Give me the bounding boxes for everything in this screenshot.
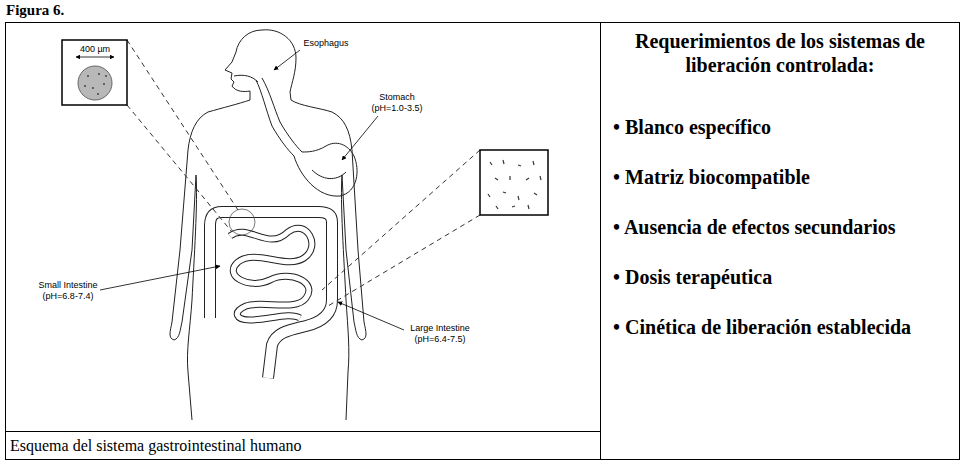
drug-dots	[84, 73, 107, 95]
microsphere	[78, 66, 112, 100]
drug-dot	[105, 75, 107, 77]
drug-fragment	[503, 192, 506, 193]
torso-left	[187, 175, 196, 420]
zoom-line	[322, 150, 480, 290]
inset-particle	[62, 40, 127, 105]
zoom-lines	[127, 40, 480, 306]
drug-dot	[97, 93, 99, 95]
head-outline	[262, 30, 366, 340]
part-label: 400 µm	[72, 44, 118, 55]
zoom-line	[127, 105, 232, 232]
leader-line	[100, 266, 220, 290]
requirement-item: • Blanco específico	[613, 115, 959, 139]
drug-fragment	[490, 162, 492, 165]
mouth-cavity	[234, 75, 258, 82]
zoom-line	[127, 40, 238, 210]
leader-line	[342, 116, 378, 160]
drug-fragment	[512, 206, 515, 207]
drug-fragment	[518, 165, 521, 166]
small-intestine	[230, 228, 312, 320]
drug-fragment	[503, 160, 504, 164]
part-label: Stomach (pH=1.0-3.5)	[362, 92, 432, 114]
torso-right	[341, 175, 348, 420]
drug-fragment	[533, 161, 534, 165]
small-intestine-lumen	[230, 228, 312, 320]
inset-box	[480, 150, 548, 215]
figure-title: Figura 6.	[6, 2, 64, 19]
table-column-rule	[600, 22, 601, 460]
released-drug	[488, 160, 541, 209]
drug-fragment	[496, 206, 498, 209]
drug-fragment	[488, 194, 490, 197]
part-label: Large Intestine (pH=6.4-7.5)	[398, 323, 482, 345]
requirement-item: • Cinética de liberación establecida	[613, 315, 959, 339]
body-outline	[170, 30, 366, 420]
part-label: Small Intestine (pH=6.8-7.4)	[26, 280, 110, 302]
drug-fragment	[540, 176, 541, 180]
colon-tube	[210, 212, 332, 378]
panel-heading: Requerimientos de los sistemas de libera…	[615, 29, 945, 77]
inset-release	[480, 150, 548, 215]
esophagus-tube	[256, 80, 294, 156]
figure-caption: Esquema del sistema gastrointestinal hum…	[10, 437, 590, 455]
drug-dot	[87, 75, 89, 77]
table-row-rule	[5, 431, 601, 432]
drug-fragment	[518, 196, 519, 200]
requirements-panel: Requerimientos de los sistemas de libera…	[601, 23, 959, 459]
colon-lumen	[210, 212, 332, 378]
drug-fragment	[528, 205, 529, 209]
leader-line	[274, 50, 300, 70]
part-label: Esophagus	[296, 38, 356, 49]
small-intestine-tube	[230, 228, 312, 320]
stomach-fold	[312, 170, 346, 179]
drug-fragment	[534, 193, 537, 195]
leader-line	[338, 302, 404, 330]
zoom-line	[328, 215, 480, 306]
large-intestine	[210, 212, 332, 378]
focus-circle	[229, 209, 255, 235]
table-border	[5, 22, 960, 460]
drug-fragment	[495, 178, 498, 180]
dimension-arrow	[76, 57, 114, 58]
drug-dot	[98, 73, 100, 75]
requirement-item: • Ausencia de efectos secundarios	[613, 215, 959, 239]
esophagus-tube	[262, 78, 302, 152]
inset-box	[62, 40, 127, 105]
requirement-item: • Dosis terapéutica	[613, 265, 959, 289]
stomach-outline	[294, 143, 357, 196]
drug-dot	[92, 87, 94, 89]
drug-dot	[84, 85, 86, 87]
requirement-item: • Matriz biocompatible	[613, 165, 959, 189]
drug-fragment	[526, 178, 529, 180]
leader-lines	[100, 50, 404, 330]
drug-dot	[103, 83, 105, 85]
drug-fragment	[509, 176, 510, 180]
